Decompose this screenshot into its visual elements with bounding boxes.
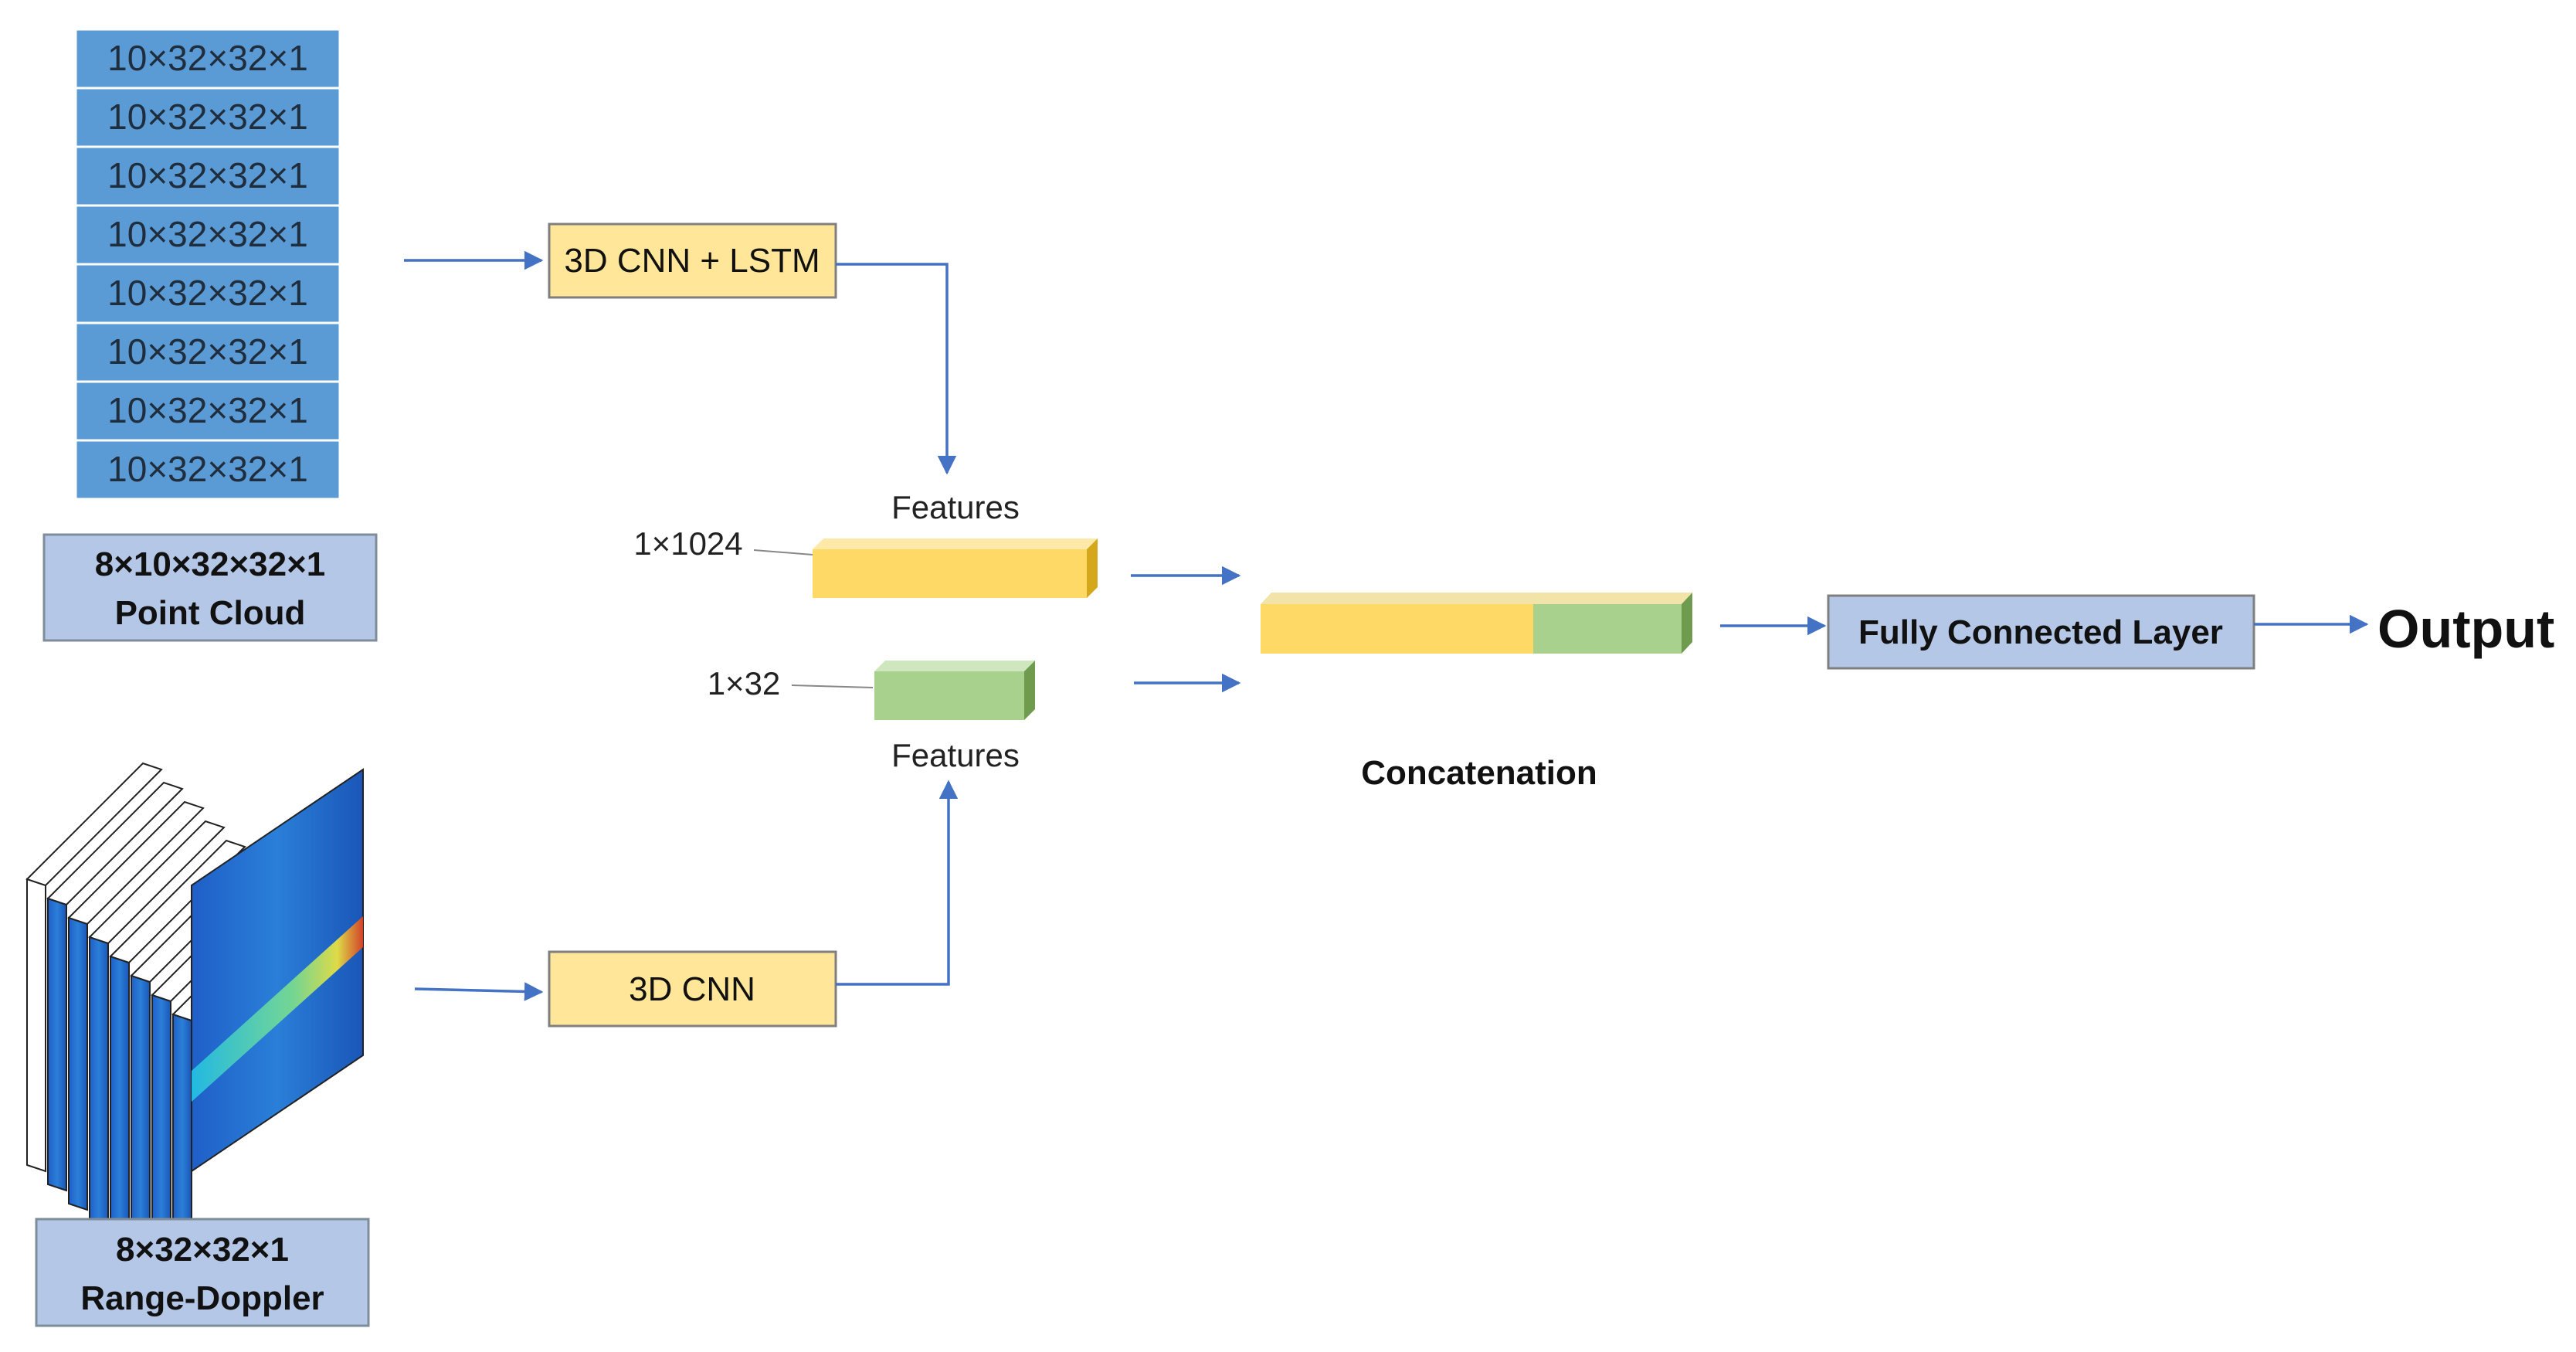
point-cloud-row-label: 10×32×32×1	[107, 97, 308, 137]
point-cloud-row	[74, 439, 341, 501]
point-cloud-row-label: 10×32×32×1	[107, 38, 308, 78]
range-doppler-slice	[46, 781, 184, 1192]
concatenation-vector	[1261, 593, 1692, 654]
feature-size-top: 1×1024	[633, 525, 742, 562]
point-cloud-name: Point Cloud	[115, 594, 306, 632]
point-cloud-row	[74, 28, 341, 90]
point-cloud-stack: 10×32×32×1 10×32×32×1 10×32×32×1 10×32×32×1…	[74, 28, 341, 501]
point-cloud-row-label: 10×32×32×1	[107, 390, 308, 430]
point-cloud-row	[74, 321, 341, 383]
range-doppler-caption: 8×32×32×1 Range-Doppler	[35, 1218, 370, 1327]
range-doppler-slice	[25, 762, 163, 1173]
features-top-label: Features	[891, 489, 1020, 525]
range-doppler-slice	[109, 839, 246, 1250]
point-cloud-caption: 8×10×32×32×1 Point Cloud	[42, 533, 378, 642]
point-cloud-row-label: 10×32×32×1	[107, 331, 308, 372]
point-cloud-row	[74, 204, 341, 266]
range-doppler-name: Range-Doppler	[80, 1279, 324, 1317]
features-bottom-label: Features	[891, 737, 1020, 773]
range-doppler-shape: 8×32×32×1	[116, 1231, 289, 1269]
output-label: Output	[2377, 599, 2554, 659]
cnn-lstm-label: 3D CNN + LSTM	[564, 242, 820, 280]
cnn-lstm-block: 3D CNN + LSTM	[548, 223, 837, 299]
feature-vector-1024	[813, 538, 1098, 598]
range-doppler-slice	[67, 800, 205, 1211]
cnn-label: 3D CNN	[629, 970, 755, 1008]
fully-connected-block: Fully Connected Layer	[1827, 594, 2255, 670]
range-doppler-slice	[88, 820, 226, 1231]
arrows	[404, 250, 2369, 1001]
point-cloud-row	[74, 87, 341, 148]
point-cloud-row-label: 10×32×32×1	[107, 449, 308, 489]
fully-connected-label: Fully Connected Layer	[1858, 613, 2223, 651]
point-cloud-shape: 8×10×32×32×1	[95, 545, 326, 583]
point-cloud-row-label: 10×32×32×1	[107, 155, 308, 195]
feature-size-bottom: 1×32	[708, 665, 781, 701]
arrow-rangedoppler-to-cnn	[414, 982, 544, 1001]
arrow-cnn-to-features	[836, 780, 959, 986]
feature-vector-32	[874, 661, 1035, 720]
cnn-block: 3D CNN	[548, 950, 837, 1028]
range-doppler-cube	[25, 762, 364, 1308]
point-cloud-row-label: 10×32×32×1	[107, 273, 308, 313]
concatenation-label: Concatenation	[1361, 754, 1597, 792]
point-cloud-row-label: 10×32×32×1	[107, 214, 308, 254]
arrow-cnnlstm-to-features	[836, 263, 957, 475]
range-doppler-heat-band	[192, 916, 363, 1102]
